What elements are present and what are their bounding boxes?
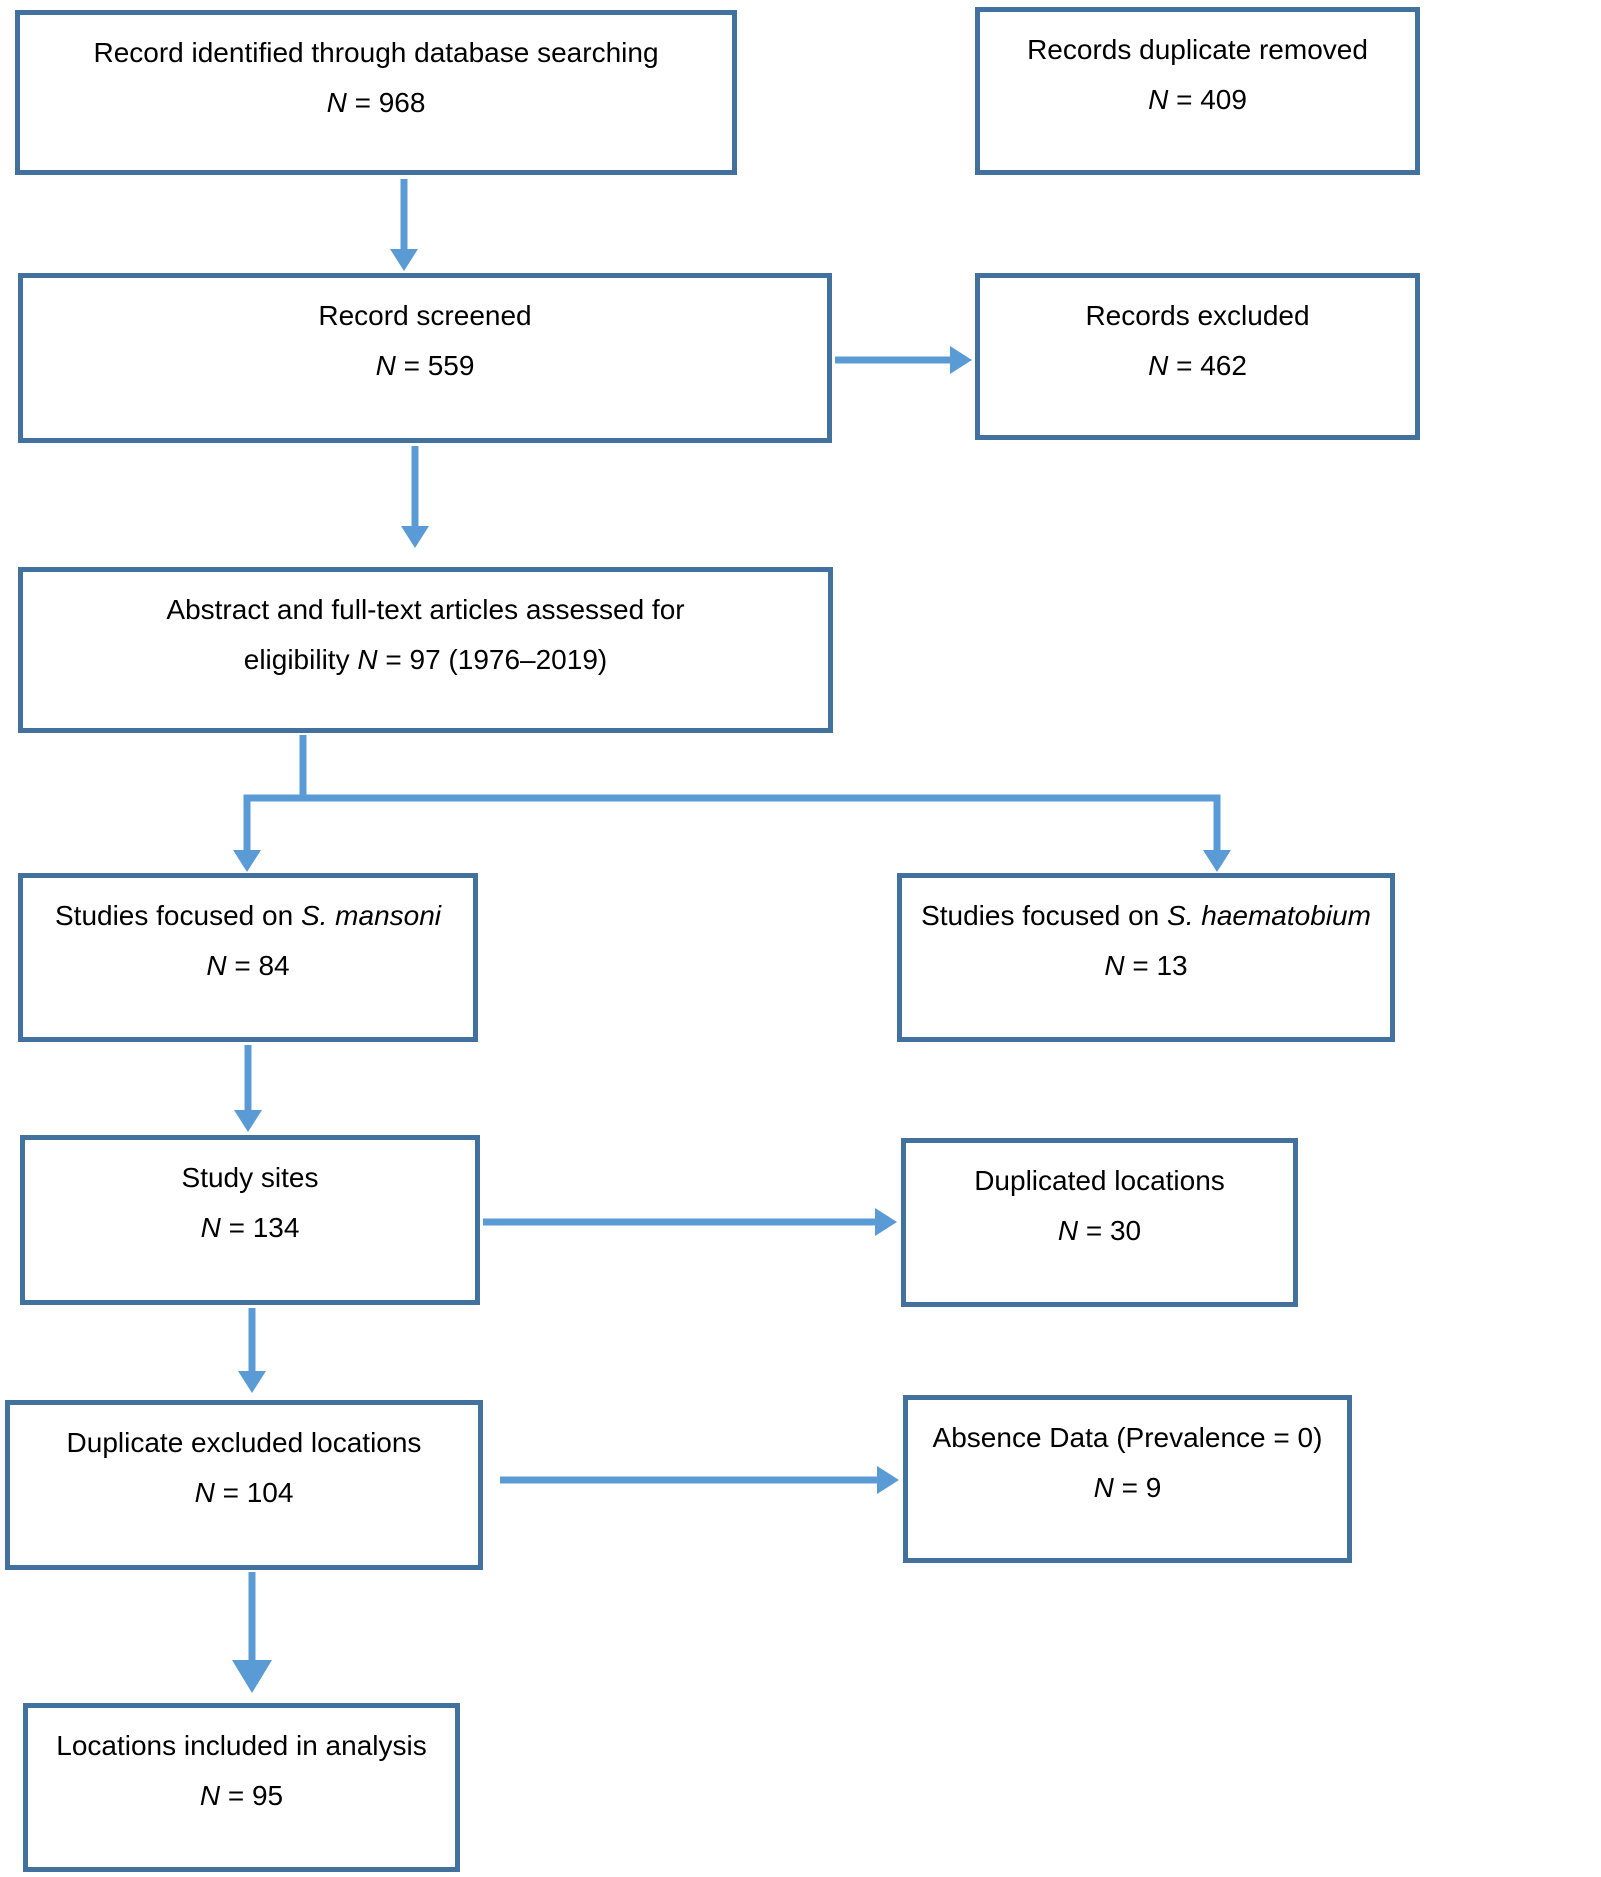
arrowhead-down-icon (238, 1371, 266, 1393)
text-segment: Records excluded (1085, 300, 1310, 331)
text-segment: eligibility (243, 644, 358, 675)
text-segment: = 84 (226, 950, 290, 981)
box-line2: N = 95 (28, 1771, 455, 1821)
text-segment: Studies focused on (54, 900, 301, 931)
box-line2: N = 559 (23, 341, 827, 391)
box-line1: Duplicate excluded locations (10, 1418, 478, 1468)
text-segment-italic: N (357, 644, 378, 675)
box-line1: Study sites (25, 1153, 475, 1203)
arrowhead-down-icon (232, 1660, 272, 1693)
text-segment: = 968 (346, 87, 426, 118)
text-segment: Studies focused on (921, 900, 1168, 931)
text-segment: Duplicated locations (974, 1165, 1225, 1196)
box-line1: Records excluded (980, 291, 1415, 341)
arrow-excluded-locations-to-absence (500, 1466, 899, 1494)
arrowhead-right-icon (875, 1208, 897, 1236)
text-segment-italic: S. haematobium (1167, 900, 1371, 931)
box-line2: N = 13 (902, 941, 1390, 991)
text-segment: = 104 (214, 1477, 294, 1508)
box-line2: N = 462 (980, 341, 1415, 391)
box-record-identified: Record identified through database searc… (15, 10, 737, 175)
text-segment-italic: S. mansoni (300, 900, 442, 931)
box-study-sites: Study sites N = 134 (20, 1135, 480, 1305)
text-segment: = 134 (220, 1212, 300, 1243)
arrow-sites-to-duplicated (483, 1208, 897, 1236)
text-segment: Abstract and full-text articles assessed… (166, 594, 685, 625)
box-records-excluded: Records excluded N = 462 (975, 273, 1420, 440)
box-line2: N = 30 (906, 1206, 1293, 1256)
text-segment-italic: N (1104, 950, 1125, 981)
box-duplicated-locations: Duplicated locations N = 30 (901, 1138, 1298, 1307)
text-segment-italic: N (1057, 1215, 1079, 1246)
box-studies-haematobium: Studies focused on S. haematobium N = 13 (897, 873, 1395, 1042)
text-segment: = 95 (220, 1780, 284, 1811)
box-record-screened: Record screened N = 559 (18, 273, 832, 443)
text-segment: = 97 (1976–2019) (377, 644, 608, 675)
box-line1: Locations included in analysis (28, 1721, 455, 1771)
arrowhead-down-icon (401, 526, 429, 548)
arrow-sites-to-excluded-locations (238, 1308, 266, 1393)
box-line2: eligibility N = 97 (1976–2019) (23, 635, 828, 685)
arrowhead-right-icon (950, 346, 972, 374)
arrowhead-down-icon (234, 1110, 262, 1132)
text-segment-italic: N (1148, 350, 1169, 381)
box-absence-data: Absence Data (Prevalence = 0) N = 9 (903, 1395, 1352, 1563)
box-line1: Duplicated locations (906, 1156, 1293, 1206)
text-segment: = 462 (1168, 350, 1247, 381)
text-segment: Records duplicate removed (1027, 34, 1368, 65)
text-segment: Absence Data (Prevalence = 0) (932, 1422, 1323, 1453)
text-segment-italic: N (375, 350, 396, 381)
box-studies-mansoni: Studies focused on S. mansoni N = 84 (18, 873, 478, 1042)
text-segment: Duplicate excluded locations (66, 1427, 422, 1458)
box-line1: Record screened (23, 291, 827, 341)
box-line1: Record identified through database searc… (20, 28, 732, 78)
box-line2: N = 9 (908, 1463, 1347, 1513)
text-segment: = 9 (1113, 1472, 1162, 1503)
text-segment-italic: N (199, 1780, 221, 1811)
arrow-screened-to-assessed (401, 446, 429, 548)
box-line2: N = 84 (23, 941, 473, 991)
arrow-excluded-locations-to-included (232, 1572, 272, 1693)
box-line1: Records duplicate removed (980, 25, 1415, 75)
arrow-screened-to-excluded (835, 346, 972, 374)
text-segment-italic: N (194, 1477, 215, 1508)
text-segment-italic: N (206, 950, 227, 981)
box-line1: Absence Data (Prevalence = 0) (908, 1413, 1347, 1463)
text-segment: = 30 (1078, 1215, 1142, 1246)
text-segment: = 409 (1168, 84, 1247, 115)
box-duplicate-excluded-locations: Duplicate excluded locations N = 104 (5, 1400, 483, 1570)
box-locations-included: Locations included in analysis N = 95 (23, 1703, 460, 1872)
text-segment: Locations included in analysis (56, 1730, 427, 1761)
text-segment-italic: N (200, 1212, 221, 1243)
arrowhead-right-icon (877, 1466, 899, 1494)
text-segment: Record screened (318, 300, 532, 331)
text-segment-italic: N (326, 87, 347, 118)
branch-assessed-to-species (233, 735, 1231, 872)
box-abstract-assessed: Abstract and full-text articles assessed… (18, 567, 833, 733)
box-line2: N = 134 (25, 1203, 475, 1253)
box-line1: Studies focused on S. mansoni (23, 891, 473, 941)
text-segment: = 13 (1124, 950, 1188, 981)
box-line1: Studies focused on S. haematobium (902, 891, 1390, 941)
box-line2: N = 968 (20, 78, 732, 128)
box-line2: N = 104 (10, 1468, 478, 1518)
arrowhead-down-icon (233, 850, 261, 872)
arrowhead-down-icon (1203, 850, 1231, 872)
arrowhead-down-icon (390, 249, 418, 271)
text-segment-italic: N (1148, 84, 1169, 115)
box-records-duplicate-removed: Records duplicate removed N = 409 (975, 7, 1420, 175)
arrow-identified-to-screened (390, 179, 418, 271)
text-segment: Record identified through database searc… (93, 37, 659, 68)
text-segment: = 559 (395, 350, 475, 381)
text-segment-italic: N (1093, 1472, 1114, 1503)
arrow-mansoni-to-sites (234, 1045, 262, 1132)
box-line2: N = 409 (980, 75, 1415, 125)
text-segment: Study sites (181, 1162, 319, 1193)
box-line1: Abstract and full-text articles assessed… (23, 585, 828, 635)
